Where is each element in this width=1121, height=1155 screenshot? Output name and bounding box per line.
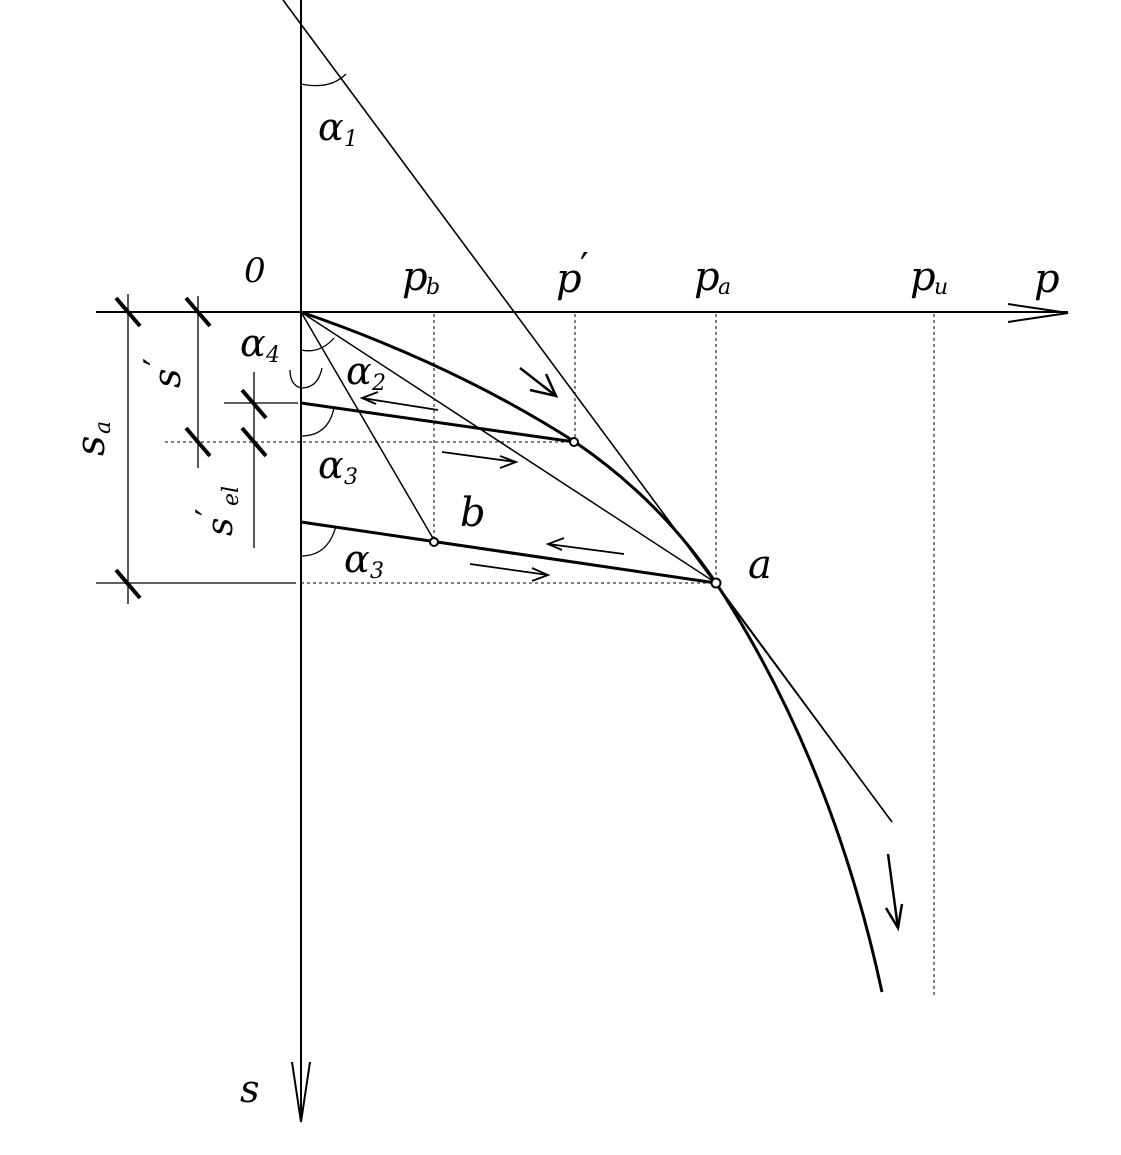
sprime-mark: ′ [138, 358, 179, 366]
p-axis-label: p [1034, 256, 1060, 302]
reload-arrow-upper [441, 451, 517, 463]
point-b-marker [429, 537, 439, 547]
s-axis-arrowhead [291, 1061, 311, 1123]
sel-label-group: s ′ el [189, 486, 244, 536]
sel-label: s [200, 518, 241, 536]
loading-curve [300, 310, 884, 993]
unload-arrow-upper-head [359, 391, 379, 405]
sa-tick-bottom [114, 568, 142, 600]
alpha2-sub: 2 [371, 371, 386, 396]
sprime-tick-bottom [184, 426, 212, 458]
pa-label: p [694, 254, 720, 300]
alpha3-lower-label: α [344, 537, 370, 581]
alpha4-arc [289, 367, 323, 389]
direction-arrows [359, 367, 904, 932]
alpha1-label: α [318, 105, 344, 149]
reload-arrow-upper-head [499, 455, 519, 469]
point-a-label: a [748, 542, 772, 588]
pb-label: p [402, 254, 428, 300]
alpha2-label: α [346, 349, 372, 393]
pb-sub: b [426, 275, 440, 300]
unloading-line-upper [300, 401, 576, 444]
sprime-tick-top [184, 296, 212, 328]
pu-label: p [910, 254, 936, 300]
alpha1-sub: 1 [344, 127, 358, 152]
pprime-mark: ′ [580, 245, 589, 289]
sa-tick-top [114, 296, 142, 328]
alpha3-lower-sub: 3 [370, 559, 384, 584]
alpha4-sub: 4 [265, 343, 280, 368]
origin-label: 0 [244, 251, 266, 291]
sel-tick-bottom [240, 426, 268, 458]
sel-sub: el [219, 486, 244, 506]
alpha1-arc [300, 73, 347, 87]
pprime-label: p [556, 256, 582, 302]
reload-arrow-lower-head [531, 567, 551, 582]
reload-arrow-lower [469, 563, 549, 576]
alpha3-upper-label: α [318, 443, 344, 487]
sa-label-group: s a [68, 421, 116, 456]
alpha2-arc [300, 337, 335, 352]
unload-arrow-lower-head [545, 537, 565, 551]
secant-to-b-line [300, 311, 435, 541]
alpha4-label: α [240, 321, 266, 365]
sel-tick-top [240, 388, 268, 420]
alpha3-upper-sub: 3 [344, 465, 358, 490]
sa-label: s [68, 435, 114, 456]
tangent-through-a-line [715, 582, 893, 823]
point-pprime-marker [569, 437, 579, 447]
curve-end-arrow [886, 853, 900, 929]
s-axis-label: s [240, 1067, 260, 1111]
alpha3-upper-arc [300, 407, 335, 437]
secant-to-a-line [300, 311, 717, 584]
loading-arrow-head [529, 373, 559, 398]
unloading-line-lower [300, 520, 717, 585]
loading-arrow [519, 367, 557, 397]
unload-arrow-lower [547, 543, 625, 555]
p-axis-arrowhead [1007, 303, 1069, 323]
pu-sub: u [934, 275, 948, 300]
sprime-label-group: s ′ [138, 358, 189, 388]
sel-mark: ′ [189, 508, 229, 516]
point-b-label: b [460, 490, 486, 536]
curve-end-arrow-head [884, 903, 904, 932]
point-a-marker [710, 577, 722, 589]
pa-sub: a [718, 275, 731, 300]
sprime-label: s [145, 368, 189, 388]
alpha3-lower-arc [300, 525, 337, 557]
sa-sub: a [91, 421, 116, 434]
unload-arrow-upper [361, 397, 439, 411]
